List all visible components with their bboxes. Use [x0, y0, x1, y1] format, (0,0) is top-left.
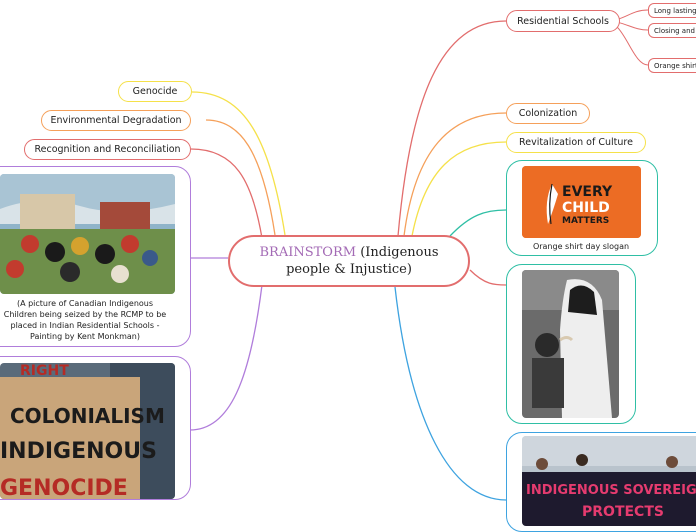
topic-genocide[interactable]: Genocide — [118, 81, 192, 102]
topic-label: Revitalization of Culture — [519, 137, 633, 148]
sign-line-2: INDIGENOUS — [0, 439, 157, 464]
logo-line-3: MATTERS — [562, 216, 609, 226]
topic-residential-schools[interactable]: Residential Schools — [506, 10, 620, 32]
painting-image — [0, 174, 175, 294]
painting-caption: (A picture of Canadian Indigenous Childr… — [3, 299, 167, 341]
central-topic[interactable]: BRAINSTORM (Indigenous people & Injustic… — [228, 235, 470, 287]
sign-line-1: COLONIALISM — [10, 404, 165, 428]
subtopic-long-lasting[interactable]: Long lasting — [648, 3, 696, 18]
topic-label: Genocide — [132, 86, 178, 97]
sign-line-3: GENOCIDE — [0, 476, 128, 499]
banner-line-2: PROTECTS — [582, 504, 664, 520]
central-title-line2: people & Injustice) — [286, 262, 412, 277]
topic-label: Colonization — [518, 108, 578, 119]
topic-environmental-degradation[interactable]: Environmental Degradation — [41, 110, 191, 131]
topic-recognition-reconciliation[interactable]: Recognition and Reconciliation — [24, 139, 191, 160]
central-title-line1: BRAINSTORM (Indigenous — [259, 245, 439, 260]
topic-colonization[interactable]: Colonization — [506, 103, 590, 124]
every-child-matters-logo: EVERY CHILD MATTERS — [522, 166, 641, 238]
residential-school-photo — [522, 270, 619, 418]
brainstorm-word: BRAINSTORM — [259, 245, 357, 260]
logo-line-1: EVERY — [562, 184, 613, 200]
sovereignty-banner-photo: INDIGENOUS SOVEREIGN PROTECTS — [522, 436, 696, 526]
topic-label: Residential Schools — [517, 15, 609, 27]
logo-caption: Orange shirt day slogan — [532, 242, 630, 251]
subtopic-orange-shirt[interactable]: Orange shirt — [648, 58, 696, 73]
topic-label: Recognition and Reconciliation — [34, 144, 181, 155]
topic-label: Environmental Degradation — [50, 115, 182, 126]
protest-image: COLONIALISM INDIGENOUS GENOCIDE RIGHT — [0, 363, 175, 499]
logo-line-2: CHILD — [562, 200, 610, 216]
topic-revitalization-of-culture[interactable]: Revitalization of Culture — [506, 132, 646, 153]
sign-top-word: RIGHT — [20, 363, 69, 379]
banner-line-1: INDIGENOUS SOVEREIGN — [526, 483, 696, 498]
subtopic-closing[interactable]: Closing and l — [648, 23, 696, 38]
